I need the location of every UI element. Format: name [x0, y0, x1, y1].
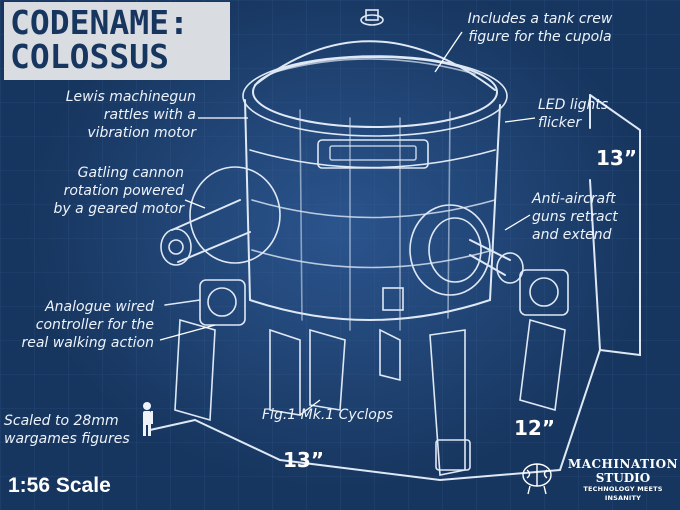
callout-controller: Analogue wired controller for the real w…	[21, 299, 154, 351]
gatling-cannon-mount	[189, 166, 281, 264]
dimension-height-line	[559, 94, 602, 471]
dimension-width-line	[194, 419, 561, 482]
callout-tank-crew: Includes a tank crew figure for the cupo…	[467, 11, 613, 45]
dimension-height-label: 13”	[596, 146, 637, 170]
callout-anti-aircraft: Anti-aircraft guns retract and extend	[532, 191, 618, 243]
callout-lewis-machinegun: Lewis machinegun rattles with a vibratio…	[65, 89, 196, 141]
title-plate: CODENAME: COLOSSUS	[4, 2, 230, 80]
cupola-hatch	[360, 14, 384, 26]
figure-caption: Fig.1 Mk.1 Cyclops	[262, 407, 394, 423]
anti-aircraft-guns	[469, 239, 511, 276]
dimension-depth-line	[589, 94, 641, 357]
brand-name-line-2: STUDIO	[595, 471, 651, 485]
title-line-2: COLOSSUS	[10, 37, 169, 76]
brand-name-line-1: MACHINATION	[567, 457, 679, 471]
brand-tagline: TECHNOLOGY MEETS INSANITY	[583, 485, 663, 502]
front-hatch	[382, 287, 404, 311]
scale-figure-silhouette	[143, 402, 153, 436]
dimension-depth-label: 12”	[514, 416, 555, 440]
brand-brain-logo	[522, 463, 552, 495]
scale-label: 1:56 Scale	[8, 474, 111, 497]
callout-scaled: Scaled to 28mm wargames figures	[4, 413, 130, 447]
dimension-width-label: 13”	[283, 448, 324, 472]
callout-led-lights: LED lights flicker	[538, 97, 609, 131]
viewport-slot	[317, 139, 429, 169]
callout-gatling-cannon: Gatling cannon rotation powered by a gea…	[53, 165, 184, 217]
brand-wordmark: MACHINATION STUDIO TECHNOLOGY MEETS INSA…	[566, 457, 680, 503]
title-line-1: CODENAME:	[10, 3, 189, 42]
mech-legs	[164, 269, 569, 476]
gatling-cannon-barrel	[171, 199, 251, 263]
mech-body	[244, 99, 501, 321]
